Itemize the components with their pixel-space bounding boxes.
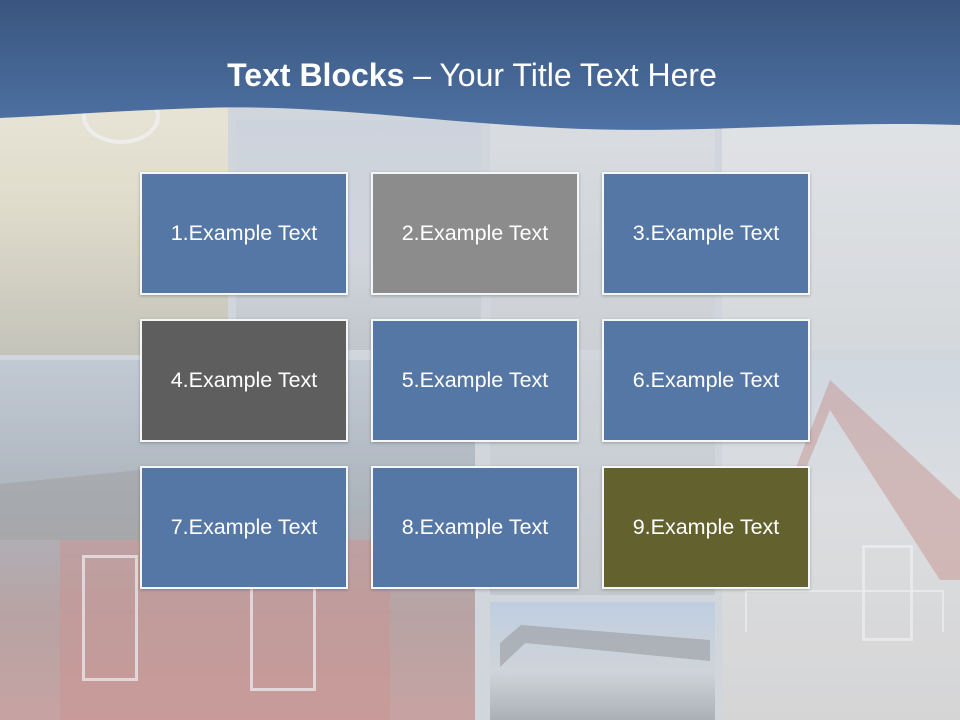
title-rest: Your Title Text Here: [439, 57, 717, 93]
text-block-3[interactable]: 3.Example Text: [602, 172, 810, 295]
title-separator: –: [404, 57, 440, 93]
text-block-7[interactable]: 7.Example Text: [140, 466, 348, 589]
text-block-1[interactable]: 1.Example Text: [140, 172, 348, 295]
title-bold: Text Blocks: [227, 57, 405, 93]
text-block-2[interactable]: 2.Example Text: [371, 172, 579, 295]
window-frame: [862, 545, 913, 641]
header-band: Text Blocks – Your Title Text Here: [0, 0, 960, 140]
text-block-6[interactable]: 6.Example Text: [602, 319, 810, 442]
header-wave: [0, 0, 960, 130]
page-title: Text Blocks – Your Title Text Here: [0, 56, 944, 94]
photo-tile-modern-roof: [490, 602, 715, 720]
window-frame: [82, 555, 138, 681]
balcony-railing: [745, 590, 944, 632]
text-block-5[interactable]: 5.Example Text: [371, 319, 579, 442]
text-block-8[interactable]: 8.Example Text: [371, 466, 579, 589]
text-block-9[interactable]: 9.Example Text: [602, 466, 810, 589]
text-block-4[interactable]: 4.Example Text: [140, 319, 348, 442]
